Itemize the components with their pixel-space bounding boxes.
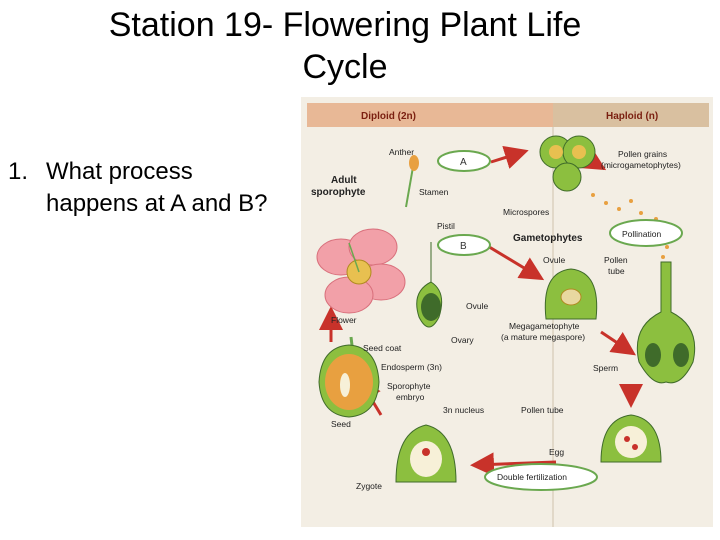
life-cycle-diagram: Diploid (2n) Haploid (n) A B xyxy=(301,97,713,527)
question-text-1: What process xyxy=(46,158,193,185)
label-ovule-left: Ovule xyxy=(466,301,488,311)
ovule-illustration xyxy=(544,268,598,320)
label-megagametophyte-1: Megagametophyte xyxy=(509,321,580,331)
label-sporophyte-embryo-1: Sporophyte xyxy=(387,381,431,391)
label-ovule-right: Ovule xyxy=(543,255,565,265)
label-pollination: Pollination xyxy=(622,229,661,239)
label-anther: Anther xyxy=(389,147,414,157)
diploid-header xyxy=(307,103,553,127)
arrow-pistil-to-ovule xyxy=(480,240,545,281)
question-line-1: 1. What process xyxy=(8,156,268,188)
label-microspores: Microspores xyxy=(503,207,549,217)
haploid-header-label: Haploid (n) xyxy=(606,111,658,122)
stamen-illustration xyxy=(405,155,419,208)
pollen-tube-illustration xyxy=(636,261,696,384)
label-adult-sporophyte-2: sporophyte xyxy=(311,187,366,198)
label-egg: Egg xyxy=(549,447,564,457)
label-pollen-grains-1: Pollen grains xyxy=(618,149,667,159)
double-fertilization-oval xyxy=(484,463,598,491)
question-item: 1. What process happens at A and B? xyxy=(8,156,268,220)
marker-a: A xyxy=(460,157,467,168)
marker-b: B xyxy=(460,241,467,252)
label-zygote: Zygote xyxy=(356,481,382,491)
microspores-illustration xyxy=(539,135,596,192)
seed-illustration xyxy=(318,344,380,418)
flower-illustration xyxy=(316,228,406,388)
label-sperm: Sperm xyxy=(593,363,618,373)
label-endosperm: Endosperm (3n) xyxy=(381,362,442,372)
label-flower: Flower xyxy=(331,315,357,325)
haploid-header xyxy=(553,103,709,127)
zygote-illustration xyxy=(395,424,457,483)
diploid-header-label: Diploid (2n) xyxy=(361,111,416,122)
slide-title-line-1: Station 19- Flowering Plant Life xyxy=(108,6,582,44)
egg-illustration xyxy=(600,414,662,463)
label-pistil: Pistil xyxy=(437,221,455,231)
arrow-anther-to-microspores xyxy=(490,145,529,169)
label-double-fertilization: Double fertilization xyxy=(497,472,567,482)
label-3n-nucleus: 3n nucleus xyxy=(443,405,484,415)
arrow-fertilization-to-zygote xyxy=(470,452,557,477)
marker-a-oval xyxy=(437,150,491,172)
life-cycle-svg: Diploid (2n) Haploid (n) A B xyxy=(307,103,709,527)
label-seed-coat: Seed coat xyxy=(363,343,402,353)
question-line-2: happens at A and B? xyxy=(46,190,268,217)
label-pollen-tube-2: tube xyxy=(608,266,625,276)
pollination-oval xyxy=(609,219,683,247)
slide-title-line-2: Cycle xyxy=(302,48,388,86)
pistil-illustration xyxy=(416,242,443,328)
label-megagametophyte-2: (a mature megaspore) xyxy=(501,332,585,342)
arrow-megagametophyte-to-sperm xyxy=(600,330,636,356)
question-number: 1. xyxy=(8,158,29,185)
label-gametophytes: Gametophytes xyxy=(513,233,583,244)
label-pollen-grains-2: (microgametophytes) xyxy=(601,160,681,170)
label-seed: Seed xyxy=(331,419,351,429)
marker-b-oval xyxy=(437,234,491,256)
label-stamen: Stamen xyxy=(419,187,449,197)
pollen-grains-illustration xyxy=(591,193,669,259)
label-sporophyte-embryo-2: embryo xyxy=(396,392,425,402)
label-pollen-tube-bottom: Pollen tube xyxy=(521,405,564,415)
label-ovary: Ovary xyxy=(451,335,474,345)
label-pollen-tube-1: Pollen xyxy=(604,255,628,265)
label-adult-sporophyte-1: Adult xyxy=(331,175,357,186)
slide-title: Station 19- Flowering Plant Life Cycle xyxy=(0,4,690,88)
